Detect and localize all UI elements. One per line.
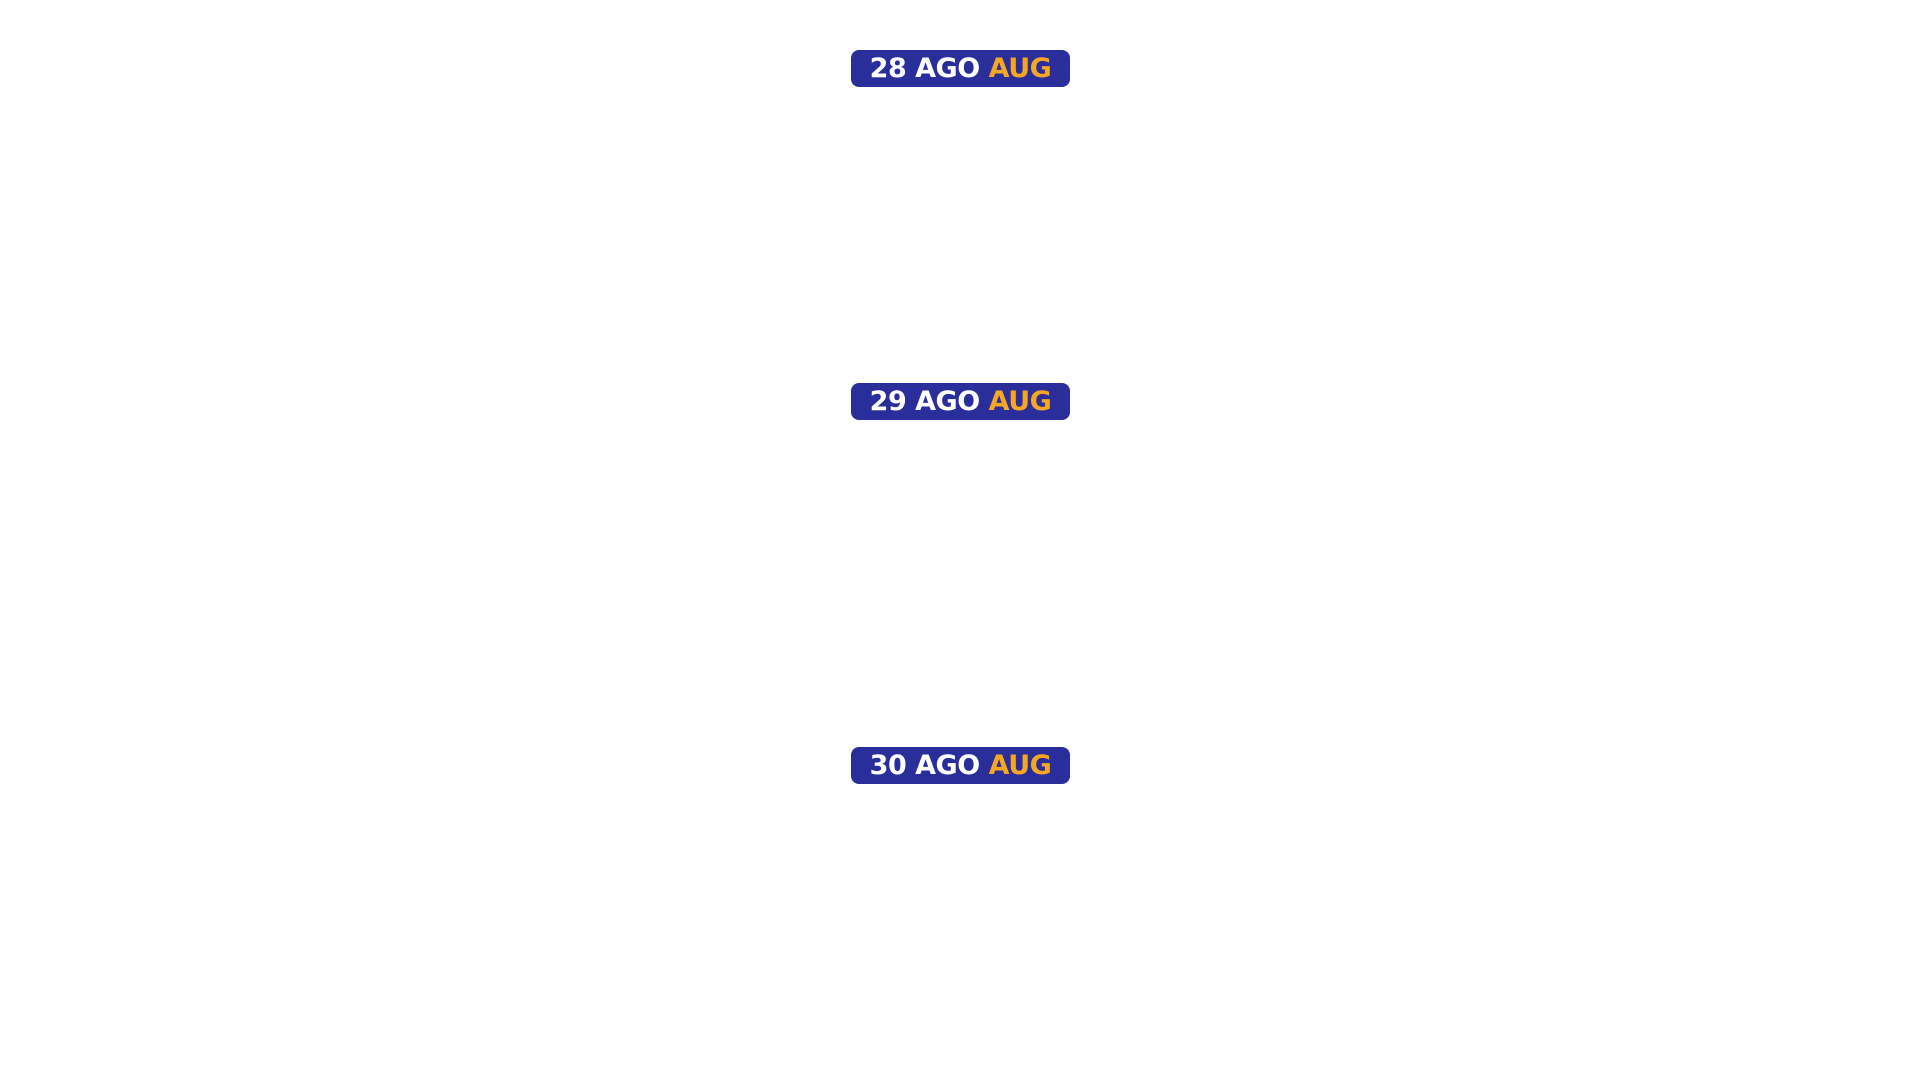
date-badge-28: 28 AGO AUG bbox=[851, 50, 1070, 87]
date-label-italian: 28 AGO bbox=[869, 53, 980, 84]
date-label-english: AUG bbox=[988, 750, 1052, 781]
date-badge-30: 30 AGO AUG bbox=[851, 747, 1070, 784]
date-label-english: AUG bbox=[988, 386, 1052, 417]
date-label-italian: 29 AGO bbox=[869, 386, 980, 417]
date-label-english: AUG bbox=[988, 53, 1052, 84]
date-badge-29: 29 AGO AUG bbox=[851, 383, 1070, 420]
date-label-italian: 30 AGO bbox=[869, 750, 980, 781]
